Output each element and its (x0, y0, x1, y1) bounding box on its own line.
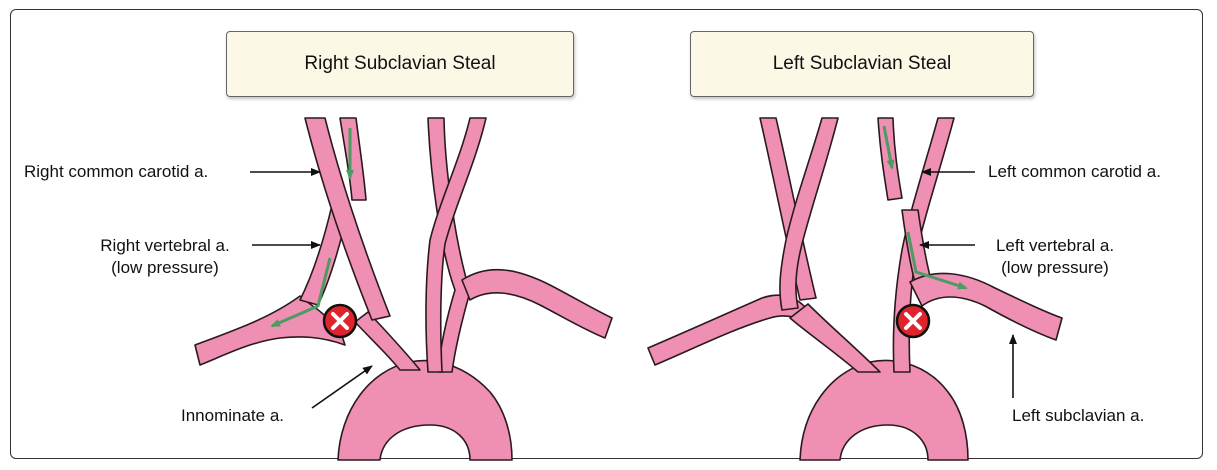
x-circle-icon (895, 303, 931, 339)
right-steal-flow-arrows (270, 128, 354, 328)
flow-arrow-vertebral-2 (906, 231, 968, 290)
label-left-subclavian: Left subclavian a. (1012, 406, 1145, 425)
label-left-vertebral-line2: (low pressure) (1001, 258, 1109, 277)
flow-arrow-carotid-2 (882, 125, 895, 170)
right-subclavian-artery (194, 295, 346, 366)
right-common-carotid (304, 117, 391, 321)
label-right-vertebral: Right vertebral a. (low pressure) (80, 235, 250, 279)
leader-innominate (311, 365, 373, 409)
label-right-common-carotid: Right common carotid a. (24, 162, 209, 181)
label-right-vertebral-line1: Right vertebral a. (100, 236, 230, 255)
label-left-vertebral: Left vertebral a. (low pressure) (975, 235, 1135, 279)
left-subclavian-artery (461, 268, 613, 339)
right-steal-leaders (250, 168, 373, 409)
left-steal-flow-arrows (882, 125, 968, 290)
left-steal-leaders (919, 168, 1017, 398)
label-left-vertebral-line1: Left vertebral a. (995, 236, 1115, 255)
aortic-arch-2 (799, 359, 969, 461)
flow-arrow-vertebral (270, 257, 332, 328)
title-left-subclavian-steal: Left Subclavian Steal (690, 31, 1034, 97)
innominate-artery (354, 311, 421, 371)
label-innominate: Innominate a. (181, 406, 285, 425)
left-subclavian-artery-2 (909, 272, 1063, 341)
label-left-common-carotid: Left common carotid a. (988, 162, 1161, 181)
label-right-vertebral-line2: (low pressure) (111, 258, 219, 277)
title-right-subclavian-steal: Right Subclavian Steal (226, 31, 574, 97)
right-steal-vessels (194, 117, 613, 461)
aortic-arch (337, 359, 513, 461)
x-circle-icon (322, 303, 358, 339)
